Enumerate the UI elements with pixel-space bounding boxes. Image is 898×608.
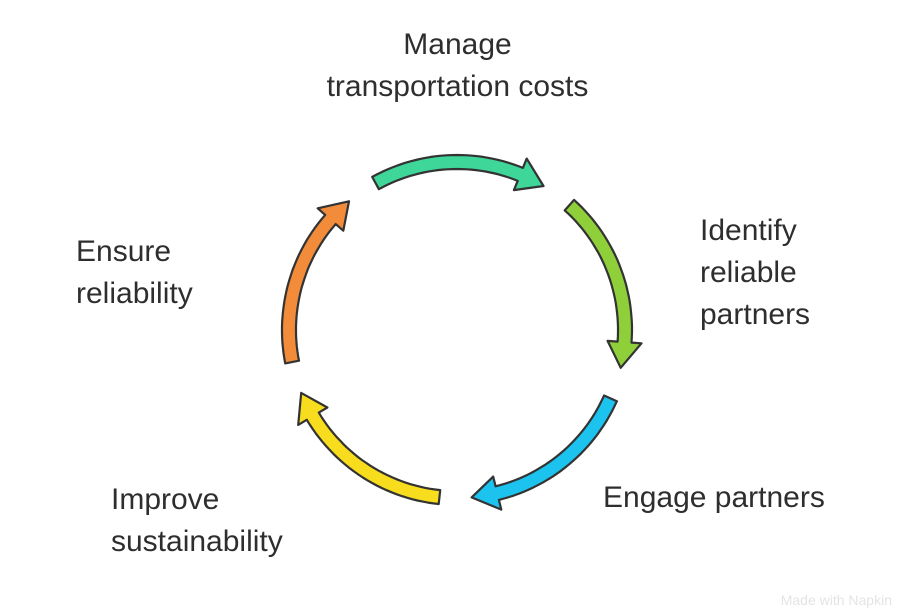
- label-line: partners: [700, 298, 811, 331]
- label-improve-sustainability: Improve sustainability: [111, 479, 283, 563]
- arrow-engage-partners-icon: [470, 394, 619, 511]
- label-line: reliable: [700, 256, 797, 289]
- arrow-identify-partners-icon: [563, 198, 643, 369]
- arrow-manage-costs-icon: [371, 153, 545, 192]
- label-line: sustainability: [111, 525, 283, 558]
- label-line: Identify: [700, 214, 797, 247]
- label-engage-partners: Engage partners: [603, 477, 825, 519]
- label-ensure-reliability: Ensure reliability: [76, 231, 193, 315]
- label-line: transportation costs: [326, 70, 589, 103]
- label-manage-costs: Manage transportation costs: [300, 24, 615, 108]
- label-identify-partners: Identify reliable partners: [700, 210, 810, 336]
- watermark: Made with Napkin: [780, 592, 892, 608]
- label-line: Manage: [403, 28, 512, 61]
- label-line: reliability: [76, 277, 193, 310]
- arrow-improve-sustainability-icon: [297, 391, 442, 506]
- label-line: Ensure: [76, 235, 172, 268]
- arrow-ensure-reliability-icon: [280, 200, 351, 365]
- label-line: Improve: [111, 483, 220, 516]
- label-line: Engage partners: [603, 481, 825, 514]
